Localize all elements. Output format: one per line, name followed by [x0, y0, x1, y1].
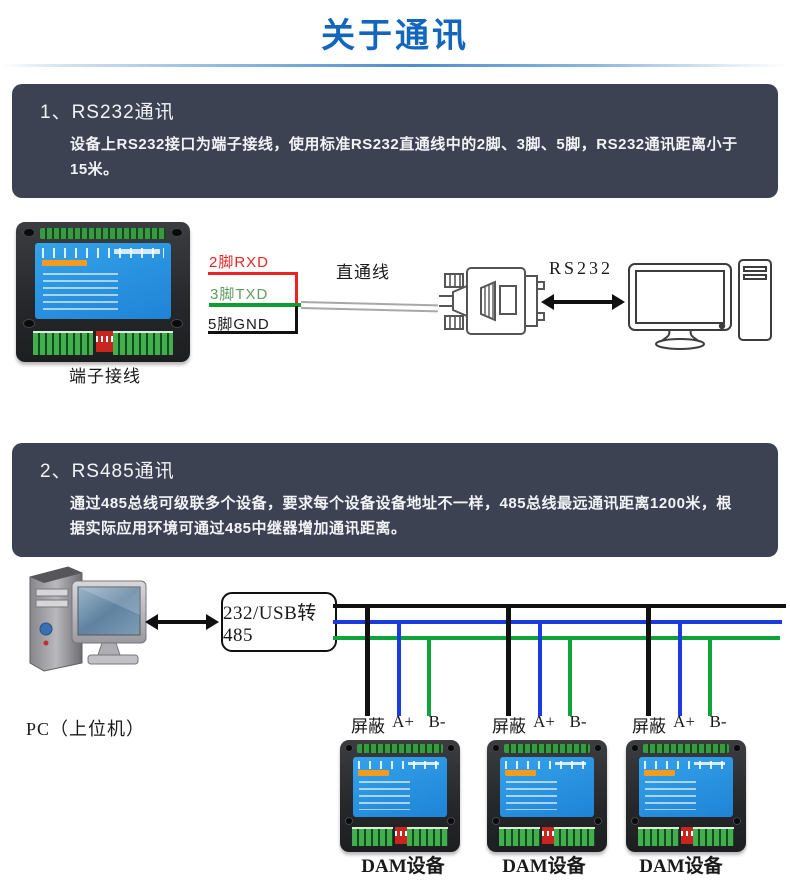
terminal-block-left	[638, 826, 679, 847]
screw-icon	[170, 227, 184, 238]
top-terminal-strip	[356, 744, 444, 754]
dam-device-label: DAM设备	[502, 856, 586, 877]
screw-icon	[732, 817, 742, 826]
db9-connector-icon	[439, 267, 545, 335]
gnd-wire-horizontal	[208, 331, 298, 334]
dam-device-label: DAM设备	[639, 856, 723, 877]
page-title: 关于通讯	[321, 17, 469, 55]
drop-b-wire	[427, 636, 431, 716]
terminal-block-left	[499, 826, 540, 847]
pin-gnd-label: 5脚GND	[208, 316, 270, 333]
a-plus-label: A+	[673, 712, 695, 731]
drop-shield-wire	[506, 604, 511, 716]
rs232-diagram: 端子接线 2脚RXD 3脚TXD 5脚GND 直通线 RS232	[0, 198, 790, 426]
device-logo	[357, 770, 389, 776]
screw-icon	[170, 318, 184, 329]
shield-label: 屏蔽	[492, 717, 526, 736]
rs232-arrow	[541, 294, 625, 310]
drop-b-wire	[708, 636, 712, 716]
pc-host-label: PC（上位机）	[26, 719, 146, 739]
bus-a-line	[333, 620, 782, 624]
top-terminal-strip	[503, 744, 591, 754]
b-minus-label: B-	[569, 712, 587, 731]
screw-icon	[732, 744, 742, 753]
device-blue-panel	[639, 756, 733, 818]
dam-device-graphic	[487, 740, 607, 852]
device-logo	[504, 770, 536, 776]
section-rs232-body: 设备上RS232接口为端子接线，使用标准RS232直通线中的2脚、3脚、5脚，R…	[70, 136, 738, 178]
terminal-block-left	[33, 330, 93, 355]
gnd-wire-vertical	[295, 306, 298, 334]
drop-a-wire	[538, 620, 542, 716]
section-rs485-box: 2、RS485通讯 通过485总线可级联多个设备，要求每个设备设备地址不一样，4…	[12, 443, 778, 557]
cable-label: 直通线	[336, 263, 390, 282]
terminal-block-right	[407, 826, 448, 847]
section-rs485-heading: 2、RS485通讯	[40, 461, 175, 482]
terminal-block-right	[693, 826, 734, 847]
b-minus-label: B-	[709, 712, 727, 731]
drop-a-wire	[678, 620, 682, 716]
pin-rxd-label: 2脚RXD	[209, 254, 270, 271]
screw-icon	[491, 817, 501, 826]
section-rs232-box: 1、RS232通讯 设备上RS232接口为端子接线，使用标准RS232直通线中的…	[12, 84, 778, 198]
top-terminal-strip	[642, 744, 730, 754]
bus-shield-line	[333, 604, 786, 608]
drop-shield-wire	[365, 604, 370, 716]
device-title-bar	[554, 761, 587, 766]
section-rs232-heading: 1、RS232通讯	[40, 102, 175, 123]
device-logo	[643, 770, 675, 776]
device-blue-panel	[500, 756, 594, 818]
a-plus-label: A+	[392, 712, 414, 731]
dam-device-graphic	[340, 740, 460, 852]
dip-switch	[96, 331, 116, 353]
screw-icon	[593, 744, 603, 753]
drop-b-wire	[568, 636, 572, 716]
rxd-wire-vertical	[295, 272, 298, 306]
pc-host-icon	[29, 566, 147, 672]
computer-icon	[628, 259, 772, 350]
pc-converter-arrow	[145, 614, 219, 630]
terminal-device-graphic	[16, 222, 190, 362]
pin-txd-label: 3脚TXD	[210, 286, 269, 303]
screw-icon	[446, 744, 456, 753]
device-title-bar	[693, 761, 726, 766]
title-divider	[0, 64, 790, 67]
terminal-block-left	[352, 826, 393, 847]
screw-icon	[22, 318, 36, 329]
screw-icon	[491, 744, 501, 753]
bus-b-line	[333, 636, 780, 640]
txd-wire-horizontal	[209, 303, 303, 307]
drop-a-wire	[397, 620, 401, 716]
terminal-device-label: 端子接线	[69, 367, 141, 386]
a-plus-label: A+	[533, 712, 555, 731]
drop-shield-wire	[646, 604, 651, 716]
screw-icon	[344, 817, 354, 826]
device-blue-panel	[35, 243, 171, 319]
section-rs485-body: 通过485总线可级联多个设备，要求每个设备设备地址不一样，485总线最远通讯距离…	[70, 495, 732, 537]
device-title-bar	[407, 761, 440, 766]
terminal-block-right	[554, 826, 595, 847]
dam-device-graphic	[626, 740, 746, 852]
device-blue-panel	[353, 756, 447, 818]
device-logo	[41, 259, 87, 267]
screw-icon	[593, 817, 603, 826]
screw-icon	[22, 227, 36, 238]
serial-cable	[300, 301, 439, 313]
rs232-link-label: RS232	[549, 258, 614, 278]
screw-icon	[446, 817, 456, 826]
converter-box: 232/USB转485	[221, 592, 337, 652]
screw-icon	[630, 817, 640, 826]
screw-icon	[344, 744, 354, 753]
screw-icon	[630, 744, 640, 753]
terminal-block-right	[113, 330, 173, 355]
top-terminal-strip	[40, 227, 166, 239]
rxd-wire-horizontal	[208, 272, 298, 275]
shield-label: 屏蔽	[632, 717, 666, 736]
shield-label: 屏蔽	[351, 717, 385, 736]
dam-device-label: DAM设备	[361, 856, 445, 877]
b-minus-label: B-	[428, 712, 446, 731]
device-title-bar	[113, 249, 161, 254]
